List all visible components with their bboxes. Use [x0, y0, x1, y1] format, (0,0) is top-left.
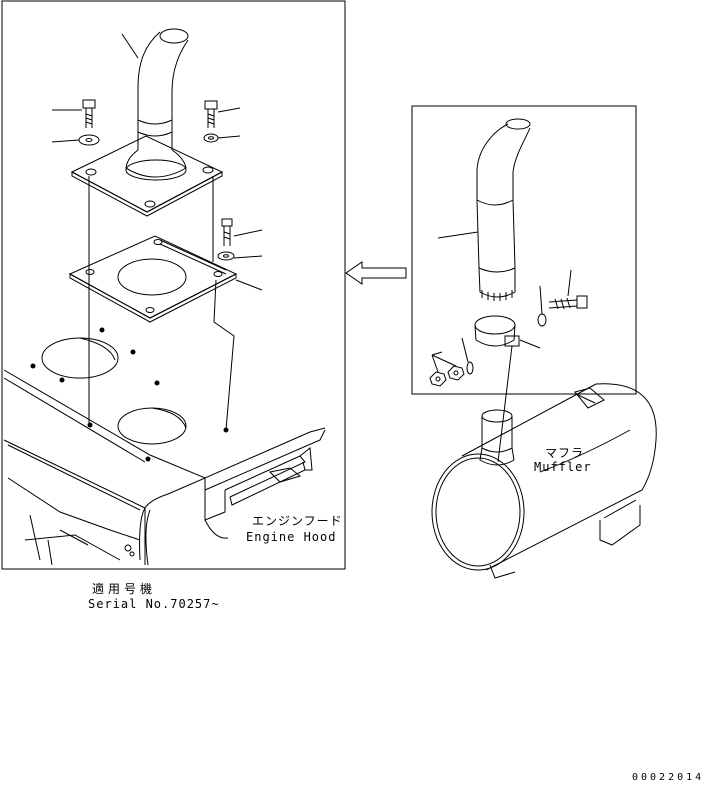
washer-left-3 [217, 251, 263, 261]
engine-hood-label-jp: エンジンフード [252, 514, 343, 528]
adapter-plate [68, 235, 263, 323]
clamp [474, 315, 541, 463]
washer-right [537, 285, 547, 327]
right-inset-frame [411, 105, 637, 395]
muffler-label-jp: マフラ [545, 446, 585, 460]
reference-number: 00022014 [632, 772, 705, 783]
top-flange-plate-edge [71, 171, 223, 217]
muffler [431, 383, 657, 579]
washer-left-2 [203, 133, 241, 143]
direction-arrow [345, 261, 407, 285]
engine-hood [3, 327, 326, 566]
bolt-left-2 [204, 100, 241, 128]
bolt-left-3 [221, 218, 263, 246]
engine-hood-label-en: Engine Hood [246, 530, 337, 544]
exhaust-pipe-left [121, 28, 189, 181]
muffler-label-en: Muffler [534, 460, 592, 474]
left-panel-frame [1, 0, 346, 570]
serial-label-jp: 適用号機 [92, 582, 157, 596]
washer-left-1 [51, 134, 100, 146]
bolt-right [548, 269, 588, 310]
nut-washer-set [429, 337, 474, 387]
exhaust-pipe-right [437, 118, 531, 301]
serial-label-en: Serial No.70257~ [88, 597, 220, 611]
bolt-left-1 [52, 99, 96, 128]
